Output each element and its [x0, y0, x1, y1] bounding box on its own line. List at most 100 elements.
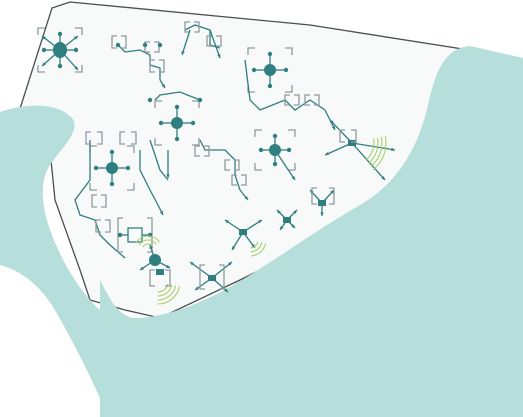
arrowhead-icon: [244, 196, 248, 200]
arrowhead-icon: [225, 220, 229, 224]
bracket-left: [284, 94, 290, 106]
hub-arm-tip: [272, 133, 278, 139]
signal-waves-icon: [367, 137, 379, 164]
hub-corner: [285, 47, 293, 55]
arrowhead-icon: [291, 224, 295, 228]
bracket-right: [121, 35, 127, 49]
bracket-right: [154, 41, 160, 53]
arrowhead-icon: [42, 36, 46, 40]
arrowhead-icon: [140, 266, 144, 270]
bracket-left: [206, 35, 212, 47]
bracket-left: [184, 21, 190, 33]
arrowhead-icon: [74, 66, 78, 70]
bracket-left: [199, 264, 205, 290]
hub-arm-tip: [174, 104, 180, 110]
arrowhead-icon: [381, 176, 385, 180]
arrowhead-icon: [228, 262, 232, 266]
arrow-line: [351, 142, 386, 181]
node-dot: [197, 97, 203, 103]
arrowhead-icon: [159, 211, 163, 215]
bracket-right: [314, 94, 320, 106]
arrowhead-icon: [224, 288, 228, 292]
bracket-right: [329, 187, 335, 205]
hub-arm-tip: [267, 83, 273, 89]
trail-path: [154, 91, 201, 101]
hub-corner: [288, 129, 296, 137]
arrow-line: [224, 219, 244, 233]
signal-waves-icon: [157, 284, 173, 297]
hub-corner: [192, 138, 200, 146]
hub-arm-tip: [283, 67, 289, 73]
bracket-right: [194, 21, 200, 33]
signal-waves-icon: [370, 136, 383, 167]
trail-path: [139, 150, 159, 206]
arrowhead-icon: [331, 126, 335, 130]
arrowhead-icon: [161, 84, 165, 88]
hub-corner: [247, 47, 255, 55]
hub-corner: [254, 163, 262, 171]
arrow-line: [211, 261, 233, 279]
bracket-left: [119, 131, 125, 145]
hub-arm-tip: [109, 181, 115, 187]
arrowhead-icon: [258, 220, 262, 224]
signal-waves-icon: [251, 243, 267, 257]
hub-arm-tip: [258, 147, 264, 153]
hub-arm-tip: [272, 161, 278, 167]
arrow-line: [189, 261, 213, 279]
node-dot: [157, 42, 163, 48]
arrowhead-icon: [391, 147, 395, 152]
bracket-right: [131, 131, 137, 145]
arrow-line: [324, 142, 353, 156]
water-body-south: [128, 135, 523, 417]
arrowhead-icon: [74, 36, 78, 40]
network-layer: [37, 21, 396, 305]
hub-arm-tip: [93, 165, 99, 171]
hub-corner: [127, 145, 135, 153]
arrowhead-icon: [325, 151, 329, 156]
bracket-left: [149, 59, 155, 73]
relay-node-icon: [156, 269, 164, 275]
arrow-line: [181, 29, 191, 56]
hub-corner: [154, 138, 162, 146]
hub-corner: [37, 65, 45, 73]
arrowhead-icon: [293, 210, 297, 214]
arrowhead-icon: [217, 54, 221, 58]
arrow-line: [242, 219, 263, 233]
hub-corner: [89, 183, 97, 191]
signal-waves-icon: [135, 235, 161, 244]
signal-waves-icon: [142, 243, 154, 248]
signal-waves-icon: [372, 136, 387, 171]
bracket-right: [165, 269, 171, 287]
hub-arm-tip: [109, 149, 115, 155]
node-dot: [142, 42, 148, 48]
arrowhead-icon: [42, 62, 46, 66]
bracket-right: [219, 264, 225, 290]
bracket-right: [241, 174, 247, 186]
arrowhead-icon: [181, 51, 185, 55]
arrowhead-icon: [277, 210, 281, 214]
bracket-left: [224, 159, 230, 171]
arrowhead-icon: [320, 212, 324, 216]
signal-waves-icon: [138, 239, 157, 246]
trail-path: [199, 139, 241, 191]
bracket-right: [294, 94, 300, 106]
hub-arm-tip: [73, 47, 79, 53]
hub-corner: [75, 27, 83, 35]
arrowhead-icon: [149, 245, 153, 249]
arrow-line: [274, 149, 296, 181]
hub-arm-tip: [174, 136, 180, 142]
bracket-left: [111, 35, 117, 49]
bracket-left: [339, 129, 345, 143]
bracket-right: [97, 131, 103, 145]
hub-arm-tip: [41, 47, 47, 53]
hub-arm-tip: [286, 147, 292, 153]
hub-arm-tip: [57, 31, 63, 37]
trail-path: [74, 140, 126, 259]
arrowhead-icon: [330, 120, 334, 124]
bracket-left: [231, 174, 237, 186]
bracket-right: [216, 35, 222, 47]
bracket-left: [95, 219, 101, 233]
arrowhead-icon: [166, 264, 170, 268]
hub-node-icon: [171, 117, 183, 129]
